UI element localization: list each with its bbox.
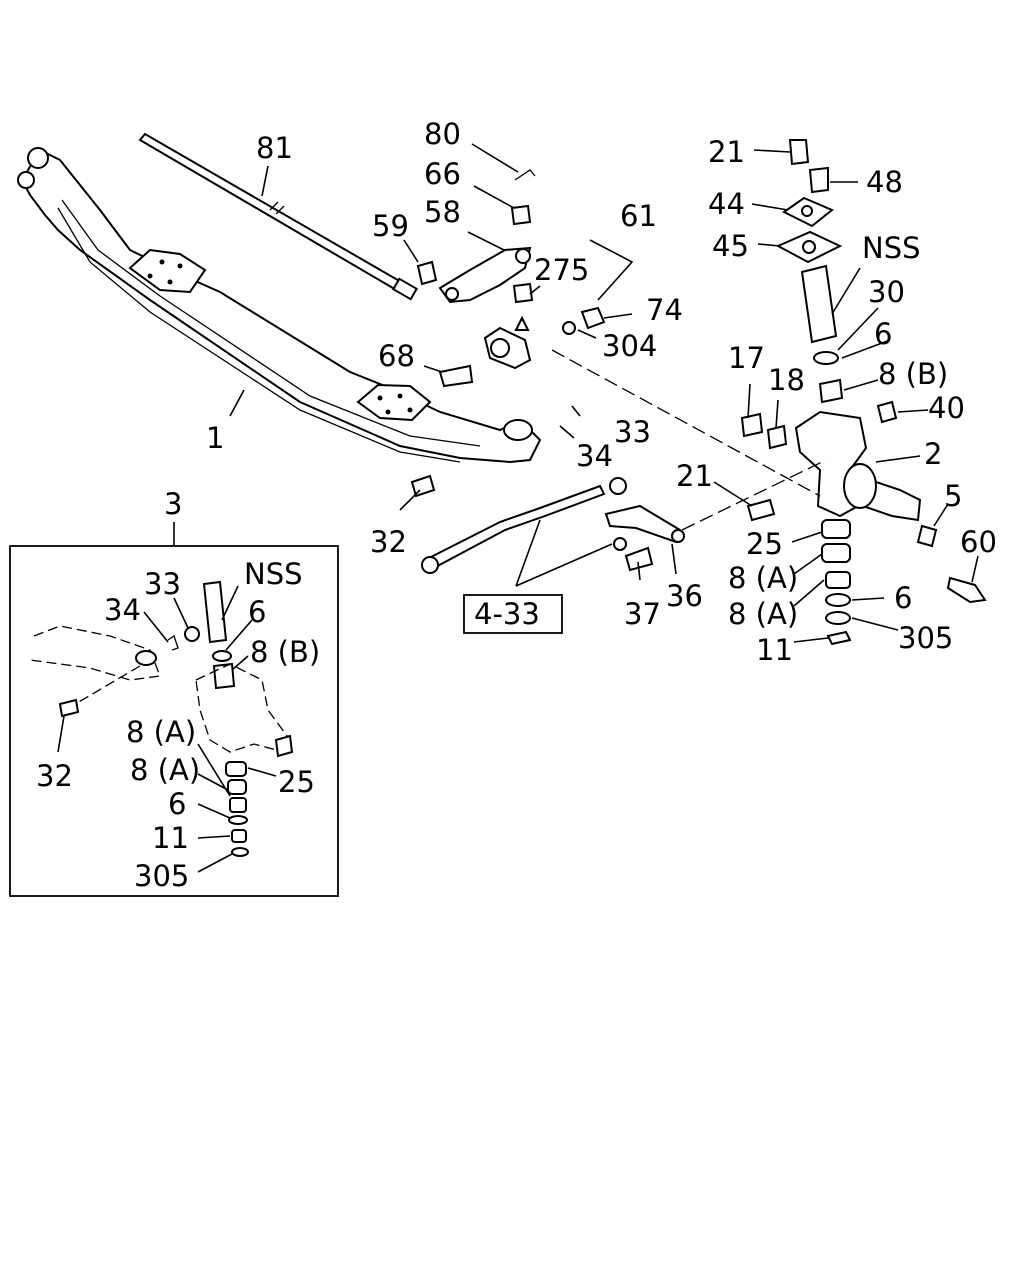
label-2: 2 — [924, 437, 942, 471]
inset-panel: 3 33 NSS 34 — [9, 487, 339, 897]
leader-lines — [229, 143, 979, 643]
inset-label-11: 11 — [152, 821, 189, 855]
label-30: 30 — [868, 275, 905, 309]
axle-beam — [17, 147, 542, 464]
inset-label-8a-lower: 8 (A) — [130, 753, 200, 787]
inset-label-8a-upper: 8 (A) — [126, 715, 196, 749]
label-34: 34 — [576, 439, 613, 473]
label-11: 11 — [756, 633, 793, 667]
inset-label-34: 34 — [104, 593, 141, 627]
label-81: 81 — [256, 131, 293, 165]
label-45: 45 — [712, 229, 749, 263]
label-21-mid: 21 — [676, 459, 713, 493]
label-6-bottom: 6 — [894, 581, 912, 615]
label-74: 74 — [646, 293, 683, 327]
inset-label-25: 25 — [278, 765, 315, 799]
label-80: 80 — [424, 117, 461, 151]
inset-label-33: 33 — [144, 567, 181, 601]
inset-label-32: 32 — [36, 759, 73, 793]
label-68: 68 — [378, 339, 415, 373]
label-32: 32 — [370, 525, 407, 559]
tie-rod — [138, 132, 419, 301]
inset-label-8b: 8 (B) — [250, 635, 320, 669]
label-8a-upper: 8 (A) — [728, 561, 798, 595]
drag-link — [410, 474, 685, 574]
label-6-top: 6 — [874, 317, 892, 351]
label-61: 61 — [620, 199, 657, 233]
label-59: 59 — [372, 209, 409, 243]
label-1: 1 — [206, 421, 224, 455]
label-66: 66 — [424, 157, 461, 191]
bolt-60 — [946, 576, 987, 604]
callout-labels: 81 80 66 58 59 61 275 74 304 68 1 33 34 … — [206, 117, 997, 667]
label-304: 304 — [602, 329, 657, 363]
inset-label-305: 305 — [134, 859, 189, 893]
label-40: 40 — [928, 391, 965, 425]
label-37: 37 — [624, 597, 661, 631]
label-58: 58 — [424, 195, 461, 229]
alignment-lines — [551, 349, 827, 531]
reference-box — [463, 594, 563, 634]
label-21-top: 21 — [708, 135, 745, 169]
label-44: 44 — [708, 187, 745, 221]
inset-label-6-bottom: 6 — [168, 787, 186, 821]
label-25: 25 — [746, 527, 783, 561]
inset-title: 3 — [164, 487, 182, 521]
tie-rod-end — [438, 306, 606, 388]
label-8a-lower: 8 (A) — [728, 597, 798, 631]
label-18: 18 — [768, 363, 805, 397]
label-275: 275 — [534, 253, 589, 287]
kingpin-upper-parts — [740, 139, 898, 450]
inset-label-nss: NSS — [244, 557, 303, 591]
label-60: 60 — [960, 525, 997, 559]
inset-label-6-top: 6 — [248, 595, 266, 629]
label-305: 305 — [898, 621, 953, 655]
inset-border — [9, 545, 339, 897]
kingpin-lower-stack — [821, 519, 852, 646]
label-48: 48 — [866, 165, 903, 199]
reference-box-label: 4-33 — [474, 597, 540, 631]
steering-knuckle — [746, 410, 938, 548]
label-8b: 8 (B) — [878, 357, 948, 391]
label-36: 36 — [666, 579, 703, 613]
label-5: 5 — [944, 479, 962, 513]
label-nss: NSS — [862, 231, 921, 265]
label-17: 17 — [728, 341, 765, 375]
label-33: 33 — [614, 415, 651, 449]
steering-arm — [416, 169, 536, 304]
